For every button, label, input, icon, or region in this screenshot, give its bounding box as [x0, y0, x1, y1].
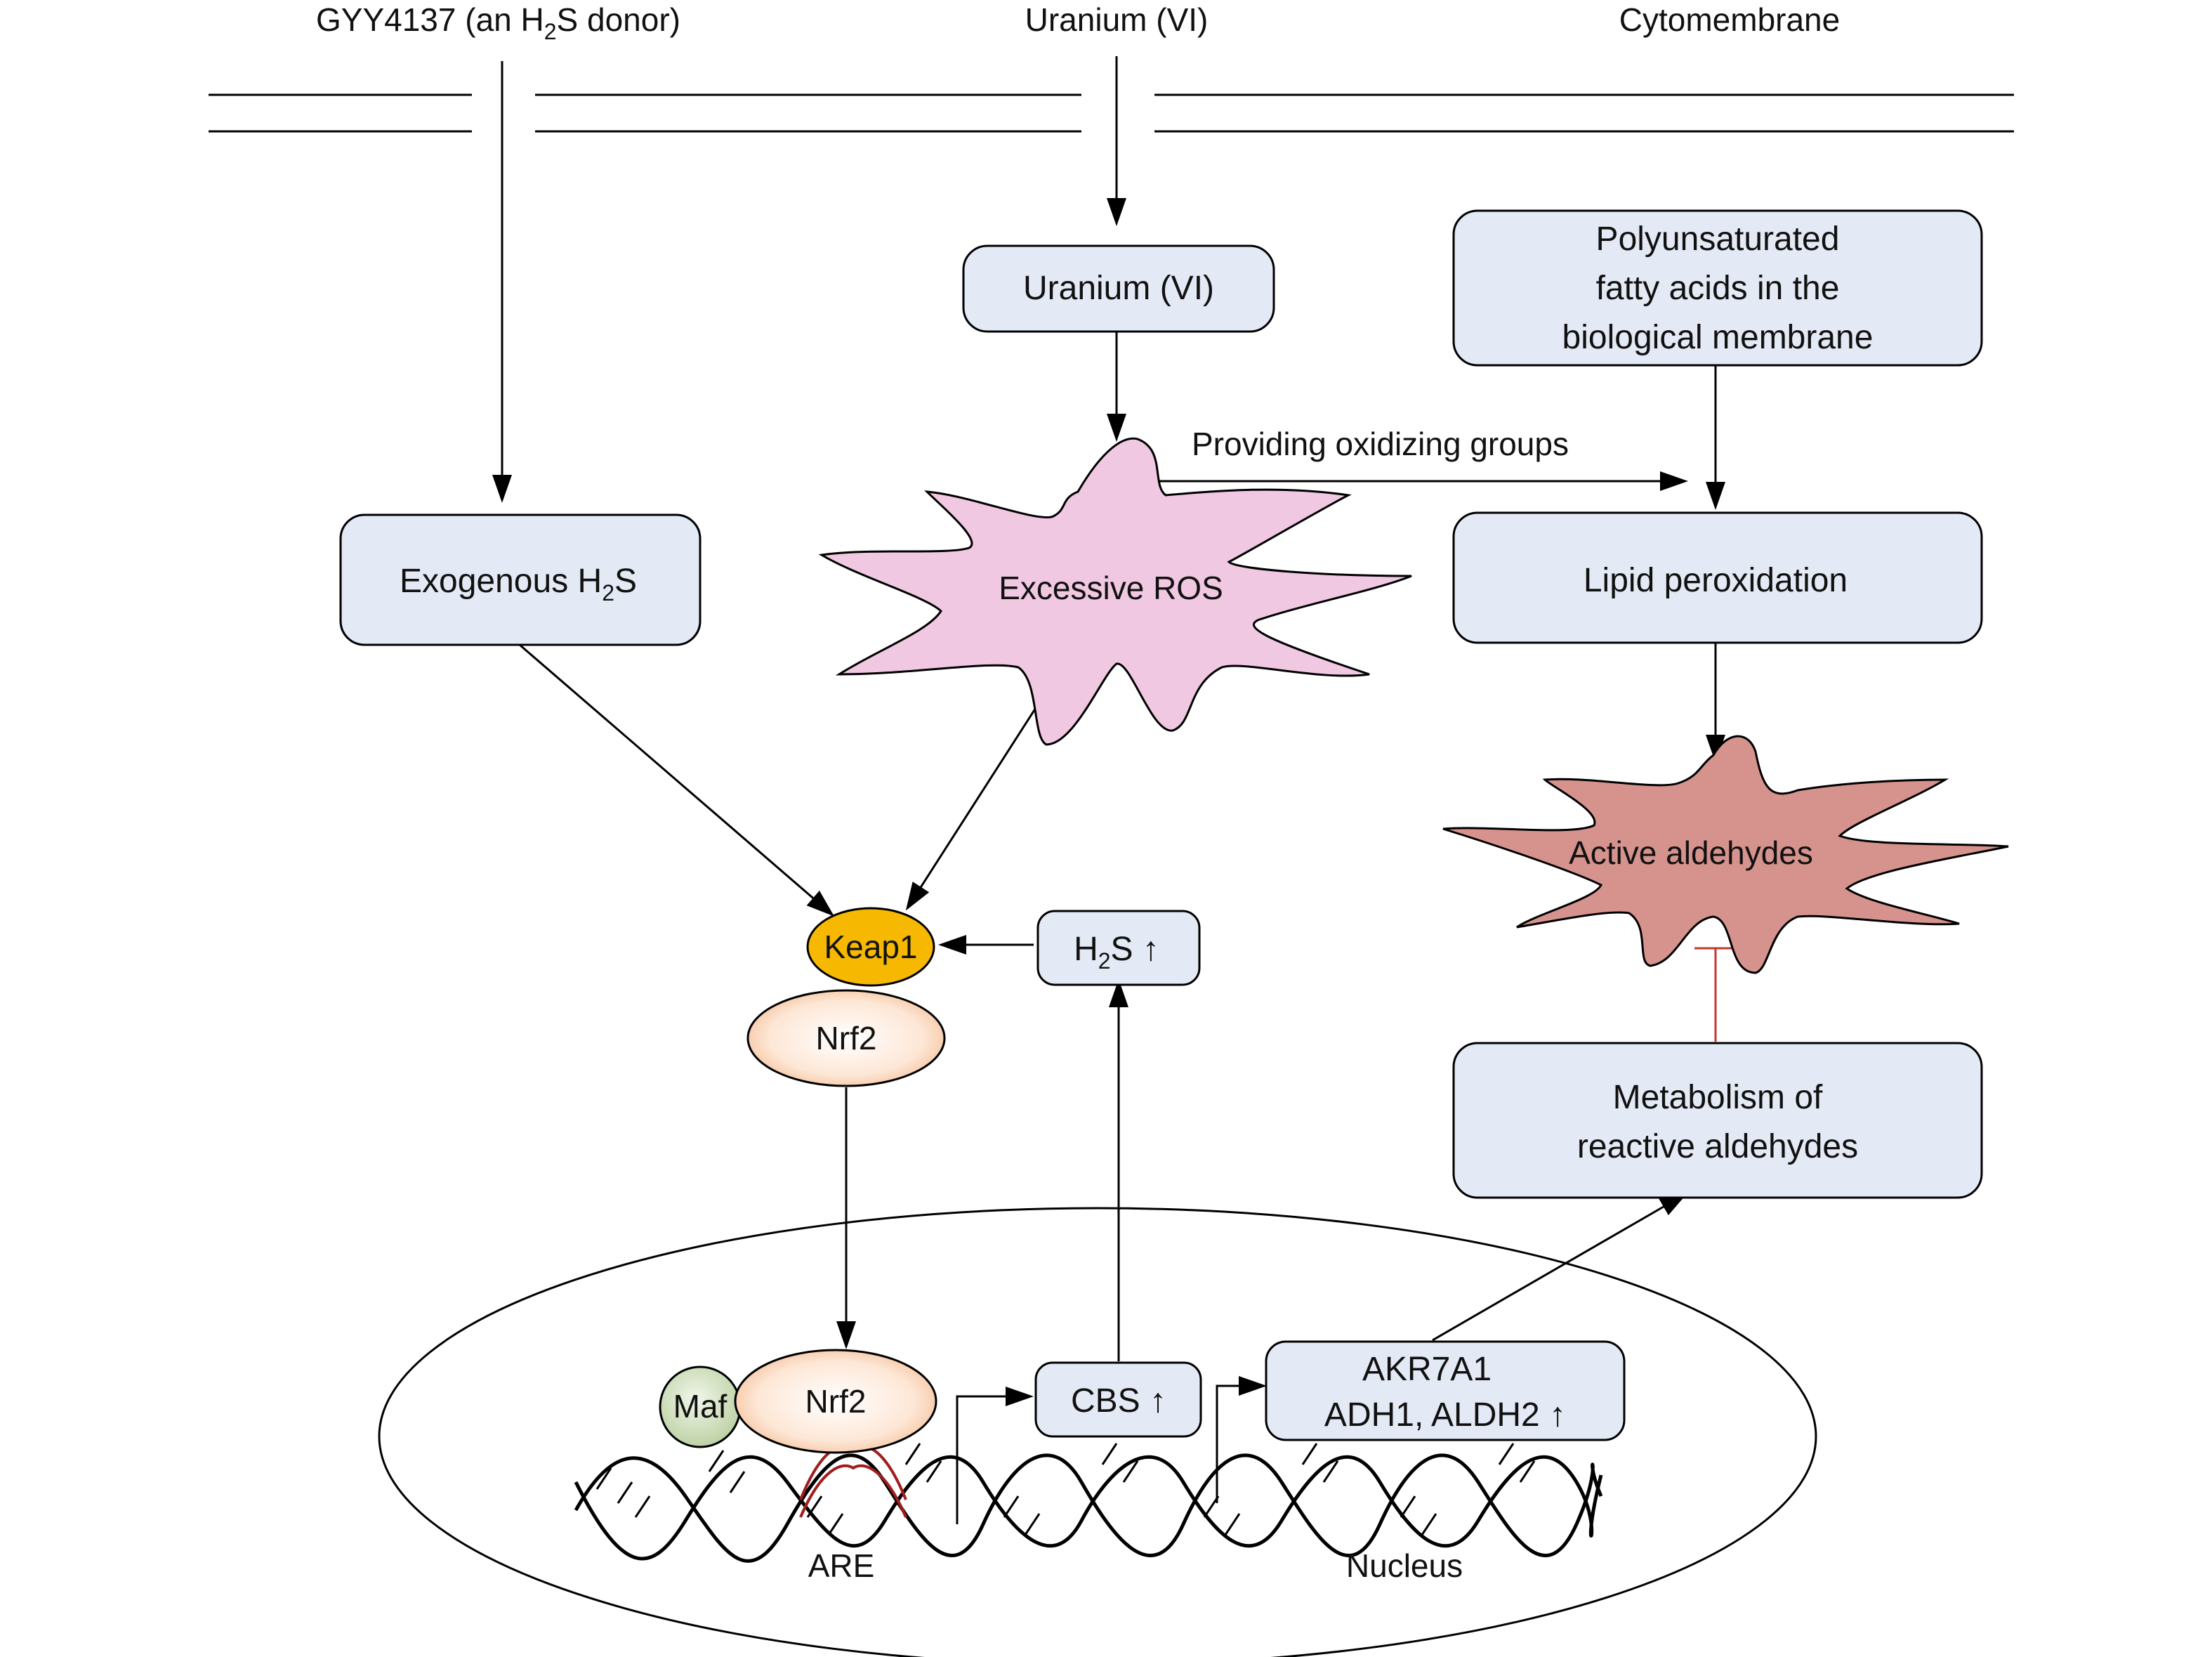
svg-text:ADH1, ALDH2 ↑: ADH1, ALDH2 ↑	[1324, 1396, 1566, 1434]
cytomembrane	[209, 93, 2014, 133]
keap1-node: Keap1	[806, 907, 935, 987]
gyy4137-label: GYY4137 (an H2S donor)	[316, 1, 680, 44]
svg-text:Keap1: Keap1	[824, 929, 917, 965]
exogenous-h2s-box: Exogenous H2S	[339, 513, 702, 646]
lipid-peroxidation-box: Lipid peroxidation	[1452, 511, 1983, 644]
svg-text:H2S ↑: H2S ↑	[1074, 931, 1159, 974]
svg-text:Exogenous H2S: Exogenous H2S	[400, 563, 637, 605]
uranium-top-label: Uranium (VI)	[1025, 1, 1209, 38]
svg-text:Maf: Maf	[673, 1388, 728, 1425]
inhibition-line	[1694, 947, 1737, 1042]
transcription-arrow-akr	[1216, 1376, 1267, 1503]
svg-text:biological membrane: biological membrane	[1562, 319, 1874, 356]
cytomembrane-label: Cytomembrane	[1619, 1, 1840, 38]
arrows	[492, 56, 1725, 1361]
nucleus-boundary	[378, 1207, 1817, 1657]
svg-text:Nrf2: Nrf2	[805, 1383, 867, 1420]
nrf2-cytoplasm-node: Nrf2	[746, 989, 946, 1087]
svg-text:CBS ↑: CBS ↑	[1071, 1382, 1166, 1420]
excessive-ros-node: Excessive ROS	[818, 437, 1412, 746]
svg-text:reactive aldehydes: reactive aldehydes	[1577, 1128, 1858, 1165]
svg-text:Polyunsaturated: Polyunsaturated	[1596, 221, 1840, 258]
h2s-box: H2S ↑	[1036, 910, 1201, 986]
dna-helix	[574, 1443, 1603, 1563]
active-aldehydes-node: Active aldehydes	[1442, 735, 2009, 974]
svg-text:Metabolism of: Metabolism of	[1613, 1079, 1823, 1116]
transcription-arrow-cbs	[956, 1387, 1034, 1524]
arrow-akr-to-metabolism	[1432, 1192, 1688, 1342]
svg-text:Nrf2: Nrf2	[816, 1020, 877, 1056]
svg-text:Uranium (VI): Uranium (VI)	[1023, 270, 1214, 307]
pufa-box: Polyunsaturated fatty acids in the biolo…	[1452, 209, 1983, 367]
svg-text:AKR7A1: AKR7A1	[1362, 1351, 1492, 1388]
maf-node: Maf	[659, 1365, 742, 1448]
svg-text:Active aldehydes: Active aldehydes	[1569, 834, 1813, 871]
are-label: ARE	[808, 1547, 875, 1584]
metabolism-box: Metabolism of reactive aldehydes	[1452, 1042, 1983, 1199]
uranium-box: Uranium (VI)	[962, 244, 1275, 333]
nrf2-nucleus-node: Nrf2	[734, 1349, 937, 1454]
arrow-ros-to-keap1	[905, 702, 1041, 911]
svg-text:Lipid peroxidation: Lipid peroxidation	[1584, 562, 1848, 599]
providing-oxidizing-label: Providing oxidizing groups	[1192, 426, 1569, 462]
nucleus-label: Nucleus	[1346, 1547, 1463, 1584]
arrow-exo-to-keap1	[519, 643, 835, 917]
svg-text:Excessive ROS: Excessive ROS	[999, 570, 1223, 606]
akr-box: AKR7A1 ADH1, ALDH2 ↑	[1265, 1340, 1626, 1441]
cbs-box: CBS ↑	[1034, 1361, 1202, 1438]
svg-text:fatty acids in the: fatty acids in the	[1596, 270, 1840, 307]
